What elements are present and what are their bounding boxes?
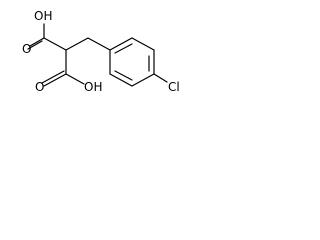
bond-c1-c2	[43, 37, 67, 51]
oh-bottom-label: OH	[84, 80, 102, 94]
o-bottom-label: O	[35, 80, 44, 94]
bond-c3-obottom-double	[41, 70, 65, 84]
diagram-canvas: OH O O OH Cl	[0, 0, 204, 113]
atom-label-layer: OH O O OH Cl	[22, 9, 180, 94]
structure-diagram: OH O O OH Cl	[22, 9, 180, 94]
bond-c1-otop	[29, 37, 45, 47]
bond-ch2-ring	[87, 37, 111, 51]
ring-inner-3	[114, 70, 133, 81]
ring-inner-1	[114, 43, 133, 54]
ring-bond-5	[109, 73, 133, 87]
bond-c3-obottom	[43, 73, 67, 87]
ring-bond-1	[109, 37, 133, 51]
ring-bond-4	[131, 73, 155, 87]
cl-label: Cl	[168, 80, 180, 94]
bond-c2-ch2	[65, 37, 89, 51]
bond-c3-ohbottom	[65, 73, 85, 85]
o-top-label: O	[22, 42, 31, 56]
bond-ring-cl	[153, 73, 168, 83]
oh-top-label: OH	[34, 9, 52, 23]
bond-c1-otop-double	[27, 40, 43, 50]
bond-layer	[27, 23, 168, 87]
ring-bond-2	[131, 37, 155, 51]
